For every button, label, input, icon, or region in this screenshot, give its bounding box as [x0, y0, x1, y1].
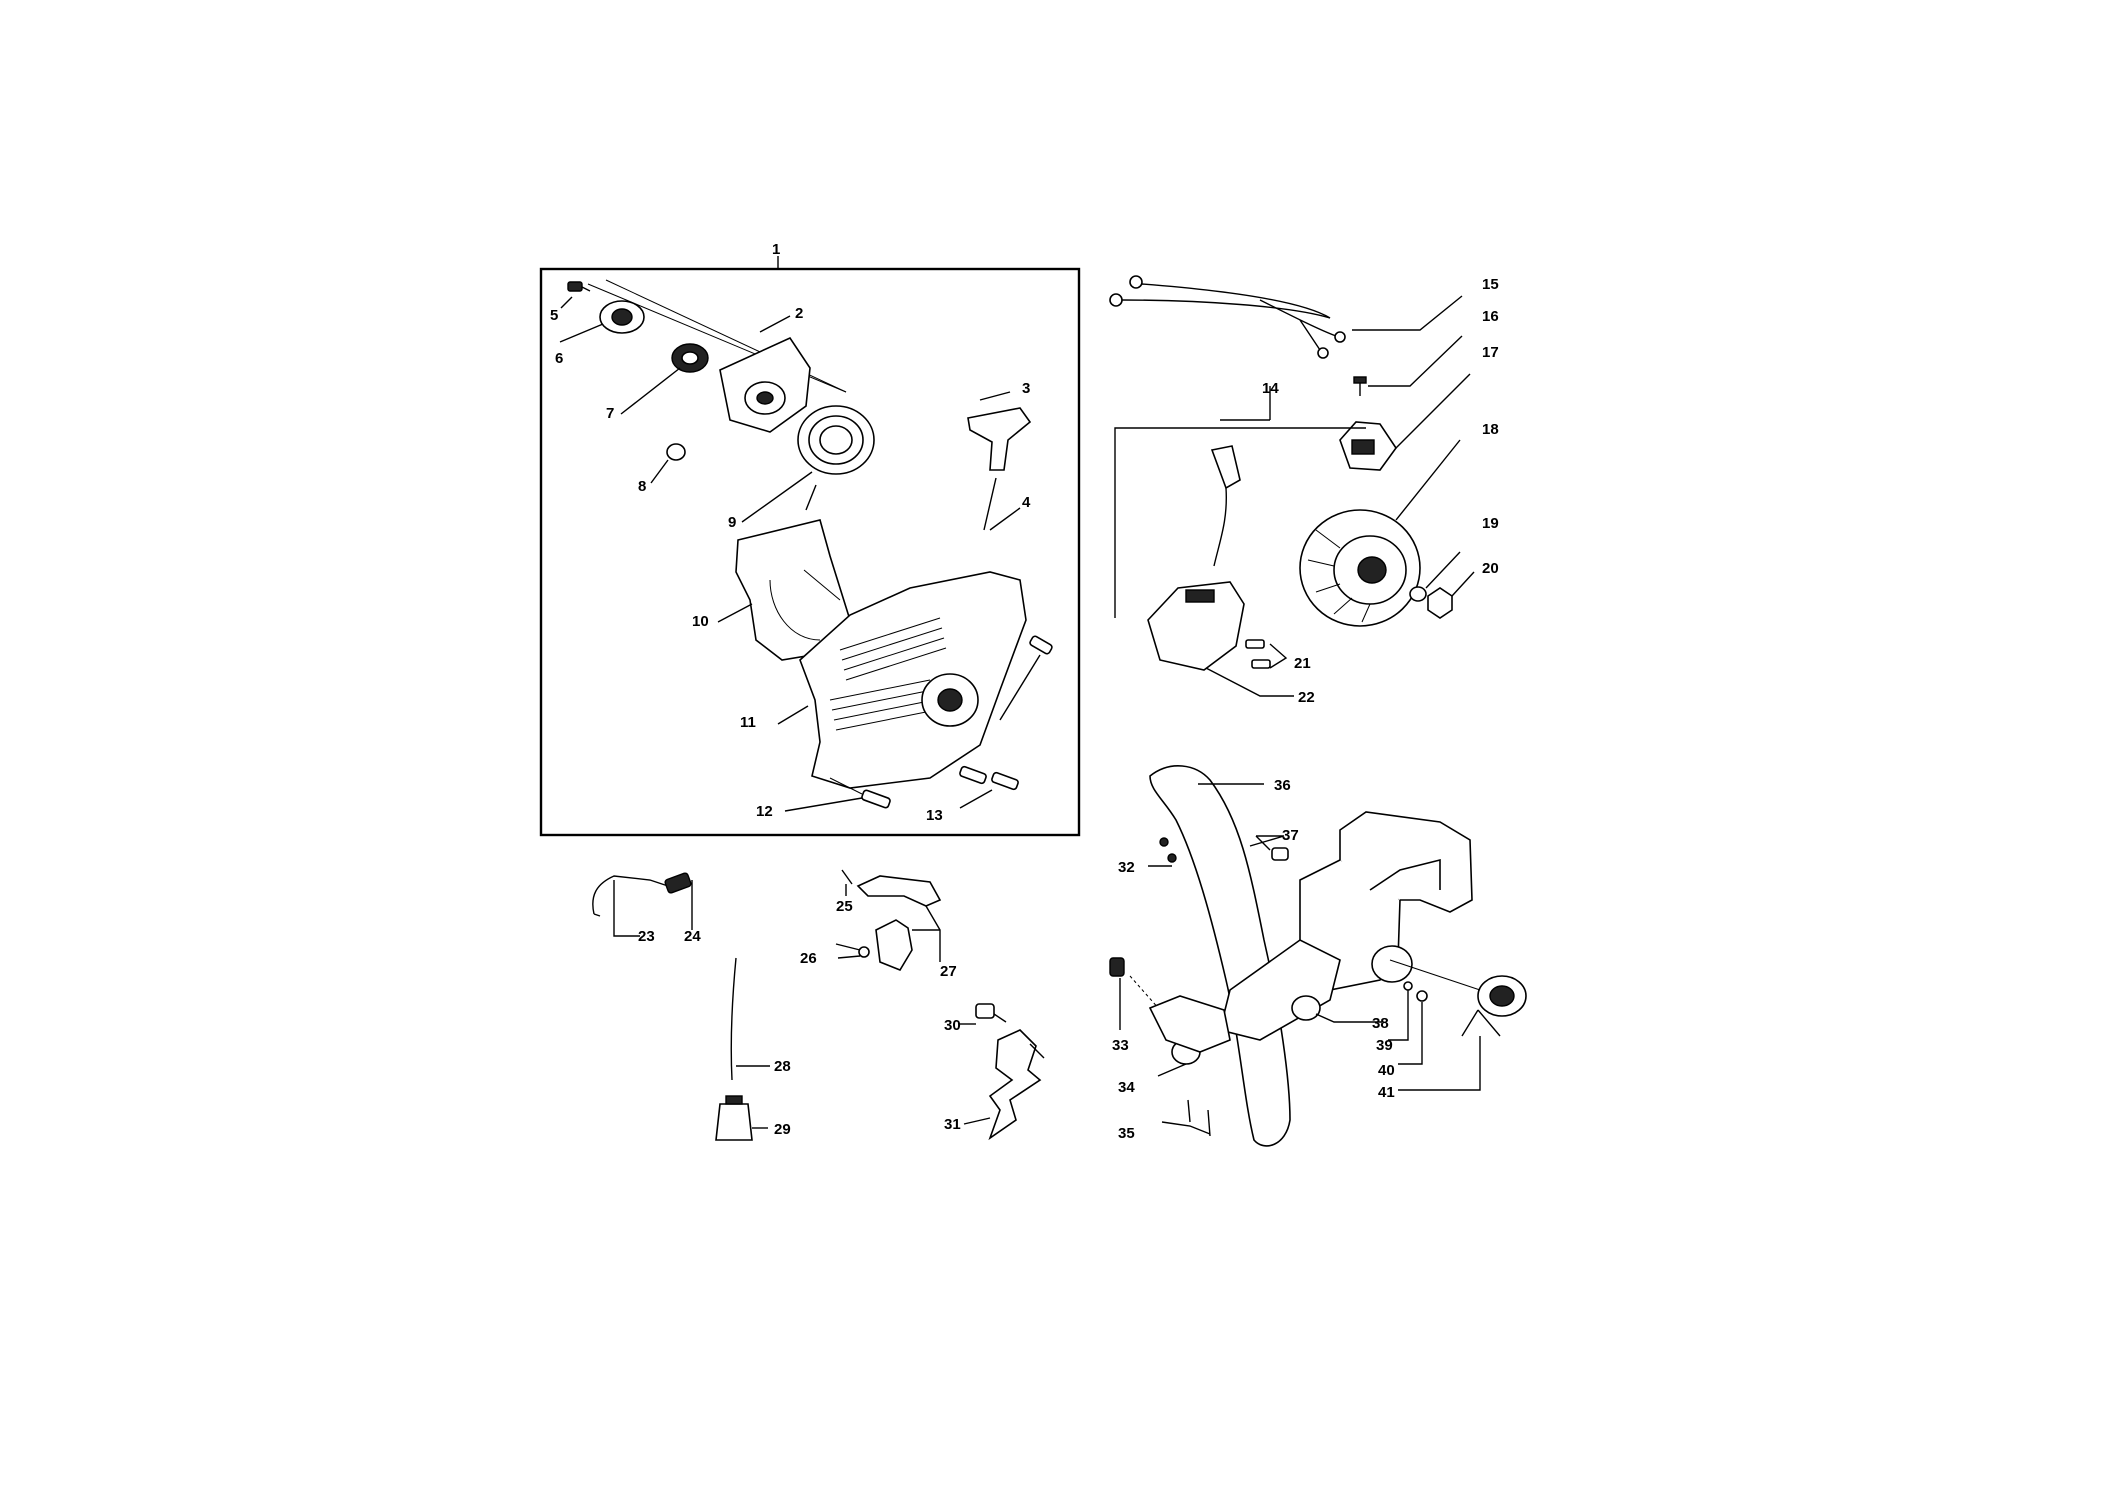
part-4-rope: [983, 477, 1021, 531]
part-5-screw: [560, 281, 591, 309]
callout-31: 31: [944, 1116, 961, 1133]
part-36-front-handle: [1149, 765, 1291, 1147]
callout-13: 13: [926, 807, 943, 824]
callout-1: 1: [772, 241, 780, 258]
callout-40: 40: [1378, 1062, 1395, 1079]
callout-34: 34: [1118, 1079, 1135, 1096]
callout-27: 27: [940, 963, 957, 980]
callout-8: 8: [638, 478, 646, 495]
ignition-group: 14 15 16 17 18 19 20 21 22: [1109, 275, 1499, 706]
starter-assembly-frame: [539, 267, 1081, 837]
handle-tank-group: 32 33 34 35 36 37 38 39 40 41: [1109, 765, 1527, 1147]
callout-35: 35: [1118, 1125, 1135, 1142]
callout-33: 33: [1112, 1037, 1129, 1054]
callout-21: 21: [1294, 655, 1311, 672]
callout-9: 9: [728, 514, 736, 531]
callout-25: 25: [836, 898, 853, 915]
part-23-wire: [592, 875, 669, 937]
tank-body: [1219, 811, 1473, 1041]
callout-24: 24: [684, 928, 701, 945]
part-16-screw: [1353, 335, 1463, 396]
callout-23: 23: [638, 928, 655, 945]
part-37-bushing: [1249, 835, 1289, 861]
part-9-rewind-spring: [741, 405, 875, 523]
part-17-switch: [1339, 373, 1471, 471]
part-39-40-fittings: [1388, 981, 1428, 1065]
part-21-screws: [1245, 639, 1288, 669]
callout-10: 10: [692, 613, 709, 630]
callout-5: 5: [550, 307, 558, 324]
part-24-boot: [664, 872, 693, 930]
part-34-mount: [1148, 995, 1231, 1077]
part-3-starter-handle: [967, 391, 1032, 471]
small-parts-group: 23 24 25 26 27 28 29 30 31: [592, 869, 1045, 1141]
callout-7: 7: [606, 405, 614, 422]
callout-18: 18: [1482, 421, 1499, 438]
callout-3: 3: [1022, 380, 1030, 397]
part-31-chain-guard: [963, 1029, 1045, 1141]
part-11-starter-housing: [777, 571, 1027, 789]
callout-14: 14: [1262, 380, 1279, 397]
part-30-screw: [960, 1003, 1007, 1025]
starter-assembly-group: 1 2 3 4 5 6 7 8 9 10 11 12 13: [539, 241, 1081, 837]
part-13-screws: [959, 765, 1019, 809]
part-38-dampener: [1291, 995, 1382, 1023]
callout-28: 28: [774, 1058, 791, 1075]
part-14-ignition-coil: [1114, 386, 1366, 671]
callout-22: 22: [1298, 689, 1315, 706]
part-8-washer: [650, 443, 686, 484]
part-6-pulley-hub: [559, 300, 645, 343]
callout-32: 32: [1118, 859, 1135, 876]
callout-2: 2: [795, 305, 803, 322]
callout-6: 6: [555, 350, 563, 367]
part-28-fuel-line: [730, 957, 770, 1081]
part-35-screws: [1161, 1099, 1211, 1137]
callout-15: 15: [1482, 276, 1499, 293]
callout-38: 38: [1372, 1015, 1389, 1032]
callout-36: 36: [1274, 777, 1291, 794]
housing-screw: [999, 635, 1053, 721]
callout-17: 17: [1482, 344, 1499, 361]
callout-4: 4: [1022, 494, 1031, 511]
callout-37: 37: [1282, 827, 1299, 844]
part-18-flywheel: [1299, 439, 1461, 627]
callout-30: 30: [944, 1017, 961, 1034]
callout-39: 39: [1376, 1037, 1393, 1054]
part-12-screw: [784, 777, 891, 812]
part-15-wire-harness: [1109, 275, 1463, 359]
callout-29: 29: [774, 1121, 791, 1138]
part-25-27-throttle-parts: [835, 869, 942, 971]
callout-12: 12: [756, 803, 773, 820]
callout-19: 19: [1482, 515, 1499, 532]
callout-11: 11: [740, 714, 756, 731]
part-2-pulley: [719, 315, 811, 433]
callout-20: 20: [1482, 560, 1499, 577]
callout-26: 26: [800, 950, 817, 967]
part-32-screws: [1148, 837, 1177, 867]
part-20-nut: [1427, 571, 1475, 619]
part-19-washer: [1409, 551, 1461, 602]
part-33-cap: [1109, 957, 1161, 1030]
part-29-fuel-filter: [715, 1095, 768, 1141]
part-7-spring: [620, 343, 709, 415]
part-41-fuel-cap: [1389, 959, 1527, 1091]
callout-41: 41: [1378, 1084, 1395, 1101]
callout-16: 16: [1482, 308, 1499, 325]
